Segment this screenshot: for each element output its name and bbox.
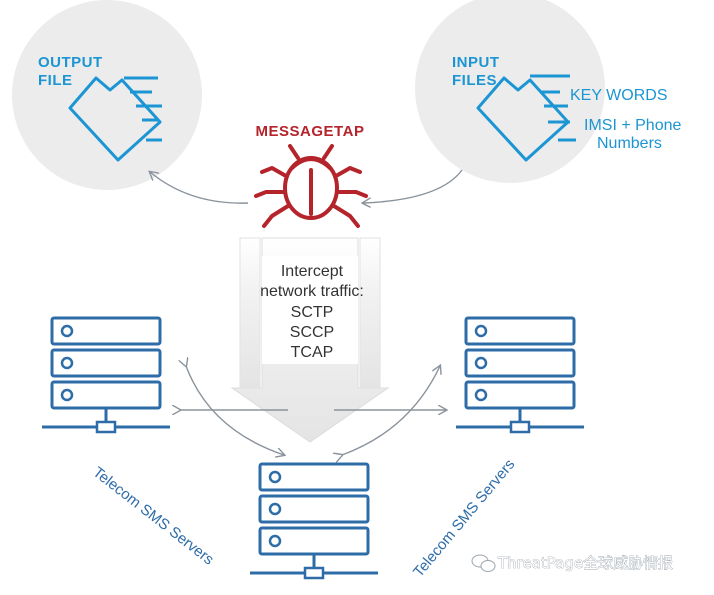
arrow-to-output-file — [150, 172, 249, 204]
input-files-icon — [476, 74, 576, 162]
protocol-sctp: SCTP — [291, 304, 334, 321]
output-file-icon — [68, 76, 162, 162]
arrow-bottom-left-link — [186, 366, 284, 455]
input-files-panel: INPUT FILES KEY WORDS IMSI + Phone Numbe… — [415, 0, 681, 183]
wechat-icon — [471, 554, 496, 572]
output-file-title-line1: OUTPUT — [38, 54, 103, 71]
keywords-label: KEY WORDS — [570, 87, 668, 104]
intercept-text-bg — [262, 256, 358, 364]
messagetap-malware: MESSAGETAP — [254, 123, 368, 228]
input-files-title-line1: INPUT — [452, 54, 500, 71]
server-icon-left — [40, 316, 172, 434]
arrow-from-input-files — [363, 169, 463, 203]
bug-icon — [254, 144, 368, 228]
left-servers-label: Telecom SMS Servers — [90, 464, 217, 569]
intercept-line2: network traffic: — [260, 283, 364, 300]
intercept-line1: Intercept — [281, 263, 344, 280]
wechat-watermark: ThreatPage全球威胁情报 — [471, 554, 673, 572]
input-files-title-line2: FILES — [452, 72, 497, 89]
messagetap-label: MESSAGETAP — [256, 123, 365, 140]
protocol-sccp: SCCP — [290, 324, 334, 341]
arrow-bottom-right-link — [342, 366, 440, 455]
imsi-label-line1: IMSI + Phone — [584, 117, 681, 134]
protocol-tcap: TCAP — [291, 344, 334, 361]
server-icon-right — [454, 316, 586, 434]
imsi-label-line2: Numbers — [597, 135, 662, 152]
server-icon-bottom — [248, 462, 380, 580]
output-file-panel: OUTPUT FILE — [12, 0, 202, 190]
output-file-title-line2: FILE — [38, 72, 73, 89]
watermark-text: ThreatPage全球威胁情报 — [497, 554, 673, 572]
